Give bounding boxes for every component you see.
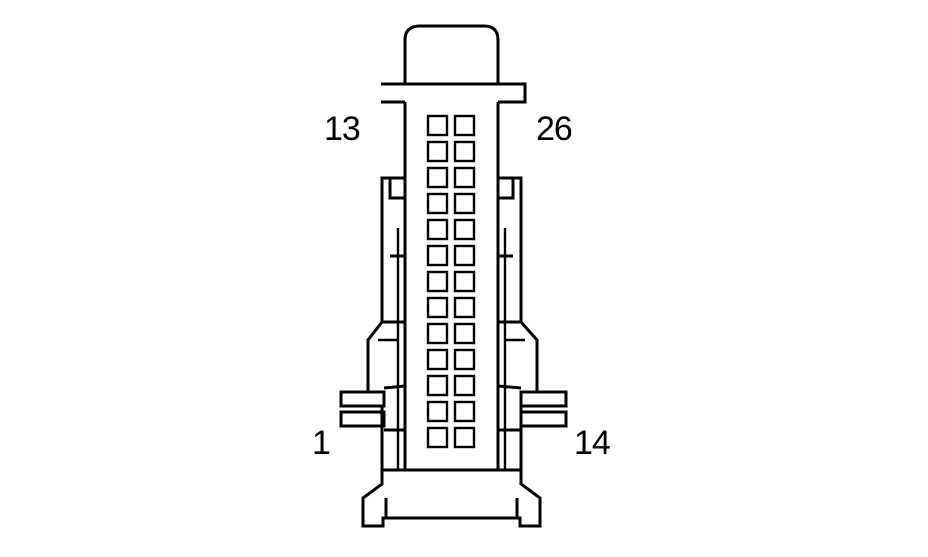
right-lock-tab [497,384,568,432]
connector-body [403,102,500,470]
terminal-cavity [426,348,449,371]
terminal-cavity [453,244,476,267]
terminal-cavity [426,218,449,241]
pin-label-14: 14 [574,424,611,462]
left-lock-tab [339,384,406,432]
connector-flange [381,82,527,104]
terminal-cavity [453,270,476,293]
connector-right-shell [496,176,539,392]
connector-left-shell [366,176,407,392]
terminal-cavity [426,244,449,267]
pin-label-26: 26 [536,110,573,148]
cavity-grid [426,114,476,449]
terminal-cavity [426,426,449,449]
terminal-cavity [453,400,476,423]
terminal-cavity [453,192,476,215]
terminal-cavity [426,114,449,137]
terminal-cavity [426,400,449,423]
terminal-cavity [426,374,449,397]
terminal-cavity [453,140,476,163]
terminal-cavity [453,166,476,189]
terminal-cavity [453,114,476,137]
terminal-cavity [426,192,449,215]
connector-lower-housing [361,406,542,528]
terminal-cavity [453,374,476,397]
terminal-cavity [453,218,476,241]
pin-label-1: 1 [312,424,331,462]
terminal-cavity [426,270,449,293]
pin-label-13: 13 [324,110,361,148]
terminal-cavity [453,426,476,449]
connector-latch [403,24,500,84]
terminal-cavity [453,296,476,319]
terminal-cavity [426,322,449,345]
terminal-cavity [426,166,449,189]
terminal-cavity [426,296,449,319]
terminal-cavity [453,322,476,345]
terminal-cavity [426,140,449,163]
terminal-cavity [453,348,476,371]
